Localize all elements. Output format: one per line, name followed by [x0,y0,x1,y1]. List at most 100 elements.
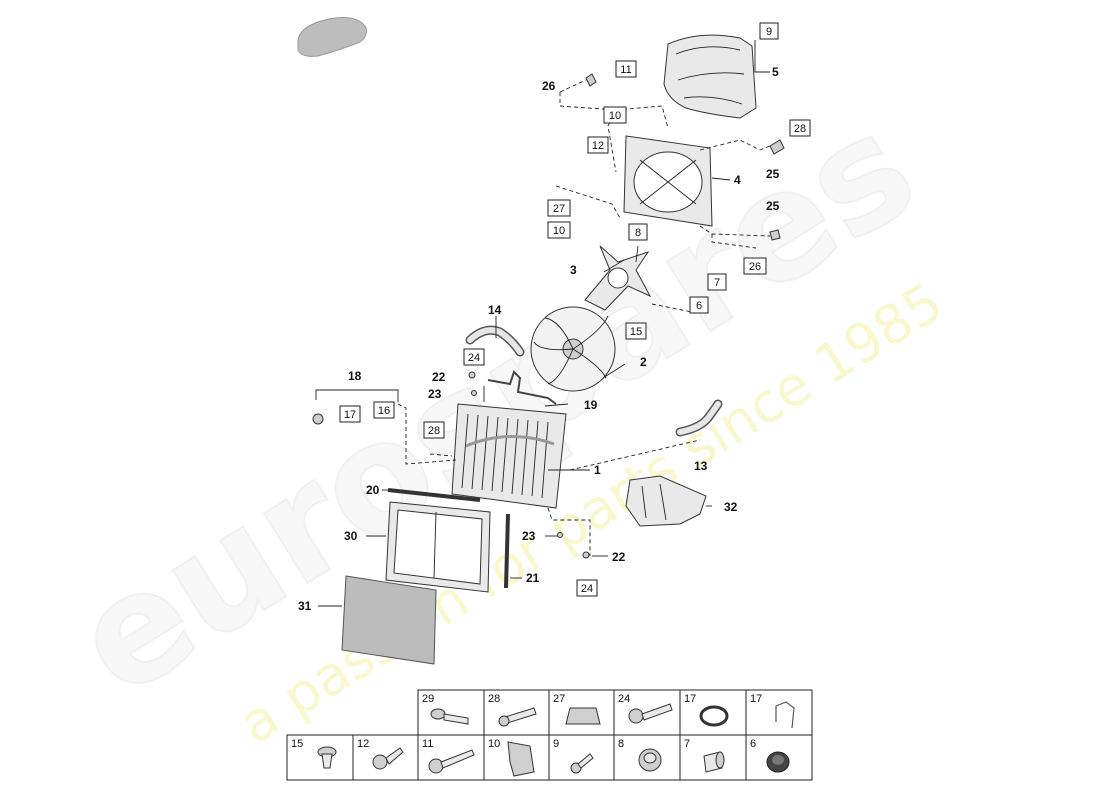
fan-frame-part-4 [623,135,713,227]
callout-22-upper: 22 [432,370,446,384]
push-rivet-icon [570,753,594,774]
boxed-callout-7: 7 [707,273,727,291]
svg-text:24: 24 [618,693,630,705]
svg-text:26: 26 [749,261,761,273]
boxed-callout-6: 6 [689,296,709,314]
condenser-panel-part-31 [341,575,437,665]
svg-text:7: 7 [684,738,690,750]
callout-numbers: 5 26 4 25 25 3 14 2 18 22 23 19 13 1 20 … [298,65,780,613]
boxed-callout-17: 17 [339,405,361,423]
table-cell-24: 24 [618,693,673,724]
boxed-callout-28-top: 28 [789,119,811,137]
svg-text:17: 17 [344,409,356,421]
callout-31: 31 [298,599,312,613]
svg-text:29: 29 [422,693,434,705]
screw-icon [317,746,337,769]
svg-text:9: 9 [766,26,772,38]
rubber-mount-icon [766,751,790,773]
callout-25-bottom: 25 [766,199,780,213]
bolt-icon [372,747,404,770]
callout-30: 30 [344,529,358,543]
bracket-icon [507,741,535,777]
table-cell-17a: 17 [684,693,729,727]
callout-20: 20 [366,483,380,497]
grommet-icon [638,748,662,772]
boxed-callout-11: 11 [615,60,637,78]
callout-13: 13 [694,459,708,473]
bolt-icon [628,703,673,724]
svg-text:28: 28 [428,425,440,437]
svg-text:28: 28 [488,693,500,705]
pipe-part-19 [487,370,557,405]
small-fasteners [312,73,785,559]
svg-text:16: 16 [378,405,390,417]
strip-part-21 [504,513,510,589]
radiator-frame-part-30 [385,501,491,593]
callout-5: 5 [772,65,779,79]
svg-text:10: 10 [609,110,621,122]
callout-2: 2 [640,355,647,369]
svg-text:15: 15 [630,326,642,338]
svg-text:11: 11 [422,738,433,750]
callout-32: 32 [724,500,738,514]
table-cell-9: 9 [553,738,594,774]
table-cell-28: 28 [488,693,537,727]
boxed-callout-12: 12 [587,136,609,154]
svg-text:8: 8 [618,738,624,750]
car-silhouette-icon [297,17,367,57]
boxed-callout-15: 15 [625,322,647,340]
sleeve-icon [703,751,725,773]
callout-4: 4 [734,173,741,187]
bolt-icon [430,708,469,725]
clip-nut-icon [565,707,601,725]
strip-part-20 [387,488,481,502]
boxed-callout-27: 27 [547,199,571,217]
hose-part-13 [675,399,723,437]
hose-part-14 [465,325,525,357]
callout-3: 3 [570,263,577,277]
callout-22-lower: 22 [612,550,626,564]
callout-18: 18 [348,369,362,383]
table-cell-12: 12 [357,738,404,770]
fan-cowl-part-5 [663,34,757,119]
fan-bracket-part-3 [584,245,652,311]
svg-text:6: 6 [750,738,756,750]
svg-text:24: 24 [581,583,593,595]
table-cell-8: 8 [618,738,662,772]
svg-text:8: 8 [635,227,641,239]
callout-23-upper: 23 [428,387,442,401]
svg-text:12: 12 [357,738,369,750]
boxed-callout-28-mid: 28 [423,421,445,439]
boxed-callout-8: 8 [628,223,648,241]
callout-23-lower: 23 [522,529,536,543]
table-cell-11: 11 [422,738,475,774]
hose-clamp-icon [699,705,729,727]
svg-text:28: 28 [794,123,806,135]
boxed-callout-26: 26 [743,257,767,275]
table-cell-17b: 17 [750,693,795,729]
wire-clip-icon [775,701,795,729]
parts-table: 29 28 27 24 17 [286,689,813,781]
table-cell-10: 10 [488,738,535,777]
table-cell-7: 7 [684,738,725,773]
svg-text:27: 27 [553,693,565,705]
svg-text:17: 17 [750,693,762,705]
boxed-callout-10-mid: 10 [547,221,571,239]
screw-icon [498,707,537,727]
table-cell-6: 6 [750,738,790,773]
boxed-callout-16: 16 [373,401,395,419]
svg-text:12: 12 [592,140,604,152]
callout-1: 1 [594,463,601,477]
svg-text:11: 11 [620,64,631,76]
radiator-part-1 [451,403,567,509]
svg-text:7: 7 [714,277,720,289]
long-bolt-icon [428,749,475,774]
boxed-callout-24-upper: 24 [463,348,485,366]
svg-text:10: 10 [553,225,565,237]
boxed-callout-9: 9 [759,22,779,40]
callout-21: 21 [526,571,540,585]
cooling-fan-part-2 [530,306,616,392]
table-cell-27: 27 [553,693,601,725]
svg-text:6: 6 [696,300,702,312]
air-guide-part-32 [625,475,707,527]
